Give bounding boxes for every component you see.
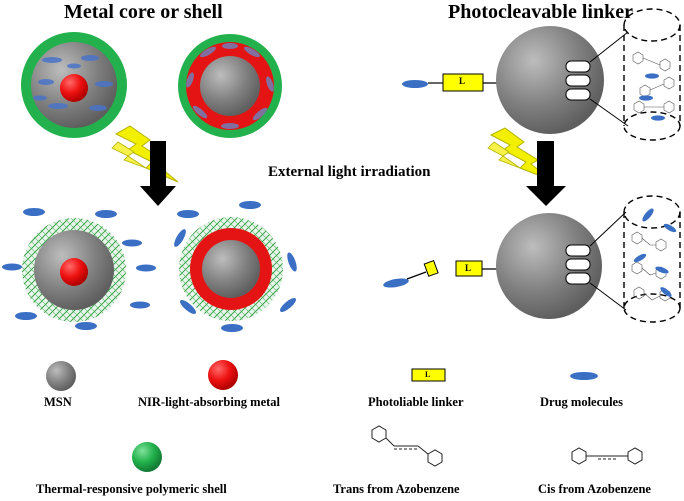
heading-metal-core-or-shell: Metal core or shell bbox=[64, 1, 223, 23]
legend-linker-box bbox=[411, 368, 446, 382]
arrow-right bbox=[526, 141, 566, 206]
legend-shell-label: Thermal-responsive polymeric shell bbox=[36, 482, 227, 496]
np-core-before bbox=[21, 32, 127, 138]
released-drugs-left bbox=[2, 201, 297, 332]
legend-metal-sphere bbox=[208, 360, 238, 390]
legend-trans-structure bbox=[371, 425, 443, 467]
legend-drug-label: Drug molecules bbox=[540, 395, 623, 409]
np-core-after bbox=[22, 218, 126, 322]
heading-photocleavable-linker: Photocleavable linker bbox=[448, 1, 633, 23]
legend-msn-label: MSN bbox=[44, 395, 72, 409]
lightning-left bbox=[111, 125, 179, 183]
arrow-left bbox=[140, 141, 176, 206]
legend-drug-ellipse bbox=[570, 372, 598, 380]
legend-nir-metal-label: NIR-light-absorbing metal bbox=[138, 395, 281, 409]
msn-linker-after bbox=[383, 195, 681, 323]
linker-label-legend: L bbox=[425, 370, 431, 379]
legend-shell-sphere bbox=[132, 442, 162, 472]
legend-cis-structure bbox=[571, 447, 643, 465]
msn-linker-before bbox=[402, 8, 681, 141]
linker-label-after: L bbox=[465, 263, 472, 273]
linker-label-before: L bbox=[459, 76, 466, 86]
legend-msn-sphere bbox=[46, 361, 76, 391]
label-external-light-irradiation: External light irradiation bbox=[268, 164, 431, 180]
lightning-right bbox=[487, 127, 552, 181]
np-shell-before bbox=[178, 34, 282, 138]
legend-trans-label: Trans from Azobenzene bbox=[333, 482, 460, 496]
np-shell-after bbox=[179, 217, 283, 321]
legend-linker-label: Photoliable linker bbox=[368, 395, 464, 409]
legend-cis-label: Cis from Azobenzene bbox=[538, 482, 651, 496]
